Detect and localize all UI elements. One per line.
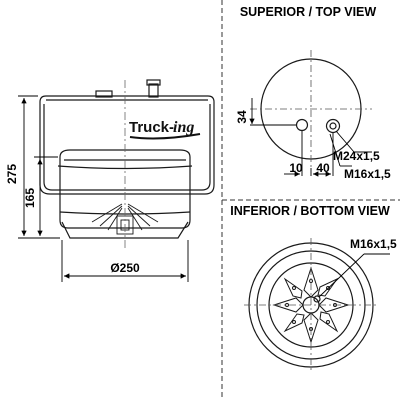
diameter-label: Ø250: [110, 261, 140, 275]
stud-thread-label: M16x1,5: [344, 167, 391, 181]
top-dimensions: [249, 98, 372, 177]
offset-left-label: 10: [289, 161, 303, 175]
brand-logo: Truck- ing: [129, 119, 201, 140]
bottom-stud-circle: [313, 295, 321, 303]
side-dimensions: [18, 95, 189, 282]
bottom-view: [244, 238, 378, 372]
top-view: [250, 50, 372, 168]
air-fitting: [95, 90, 113, 98]
air-port-circle: [295, 118, 309, 132]
bottom-stud-label: M16x1,5: [350, 237, 397, 251]
brand-script: ing: [173, 119, 194, 136]
side-view: [39, 79, 215, 250]
brand-name: Truck-: [129, 119, 174, 136]
stud-outer-circle: [325, 118, 341, 134]
upper-bellows: [39, 95, 215, 195]
bottom-leader: [318, 253, 390, 298]
stud-fitting: [148, 83, 159, 98]
bottom-view-title: INFERIOR / BOTTOM VIEW: [230, 204, 390, 218]
top-view-title: SUPERIOR / TOP VIEW: [240, 5, 377, 19]
offset-vertical-label: 34: [235, 110, 249, 124]
lower-piston: [59, 149, 191, 229]
offset-right-label: 40: [316, 161, 330, 175]
air-thread-label: M24x1,5: [333, 149, 380, 163]
height-total-label: 275: [5, 164, 19, 184]
view-dividers: [221, 0, 400, 400]
stud-inner-circle: [329, 122, 337, 130]
height-lower-label: 165: [23, 188, 37, 208]
